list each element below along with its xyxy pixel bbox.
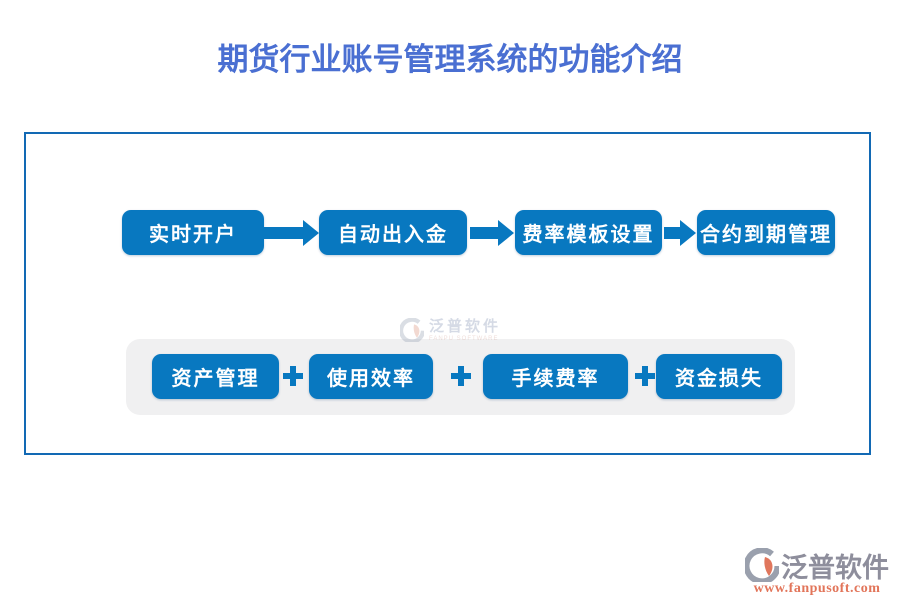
flow-step-rate-template-settings: 费率模板设置: [515, 210, 662, 255]
arrow-right-icon: [470, 220, 514, 246]
plus-icon: [635, 366, 655, 386]
flow-step-auto-deposit-withdrawal: 自动出入金: [319, 210, 467, 255]
plus-icon: [283, 366, 303, 386]
item-usage-efficiency: 使用效率: [309, 354, 433, 399]
fanpu-logo-name: 泛普软件: [781, 552, 889, 583]
diagram-frame: 实时开户 自动出入金 费率模板设置 合约到期管理 泛普软件 FANPU SOFT…: [24, 132, 871, 455]
plus-icon: [451, 366, 471, 386]
item-commission-rate: 手续费率: [483, 354, 628, 399]
fanpu-logo-url: www.fanpusoft.com: [753, 581, 881, 596]
fanpu-logo-icon: [745, 548, 779, 582]
flow-step-contract-expiry-management: 合约到期管理: [697, 210, 835, 255]
item-fund-loss: 资金损失: [656, 354, 782, 399]
fanpu-logo: 泛普软件 www.fanpusoft.com: [742, 548, 892, 597]
page-title: 期货行业账号管理系统的功能介绍: [217, 42, 683, 77]
watermark-name: 泛普软件: [429, 317, 502, 335]
item-asset-management: 资产管理: [152, 354, 279, 399]
arrow-right-icon: [263, 220, 319, 246]
flow-step-realtime-account-opening: 实时开户: [122, 210, 264, 255]
arrow-right-icon: [664, 220, 696, 246]
